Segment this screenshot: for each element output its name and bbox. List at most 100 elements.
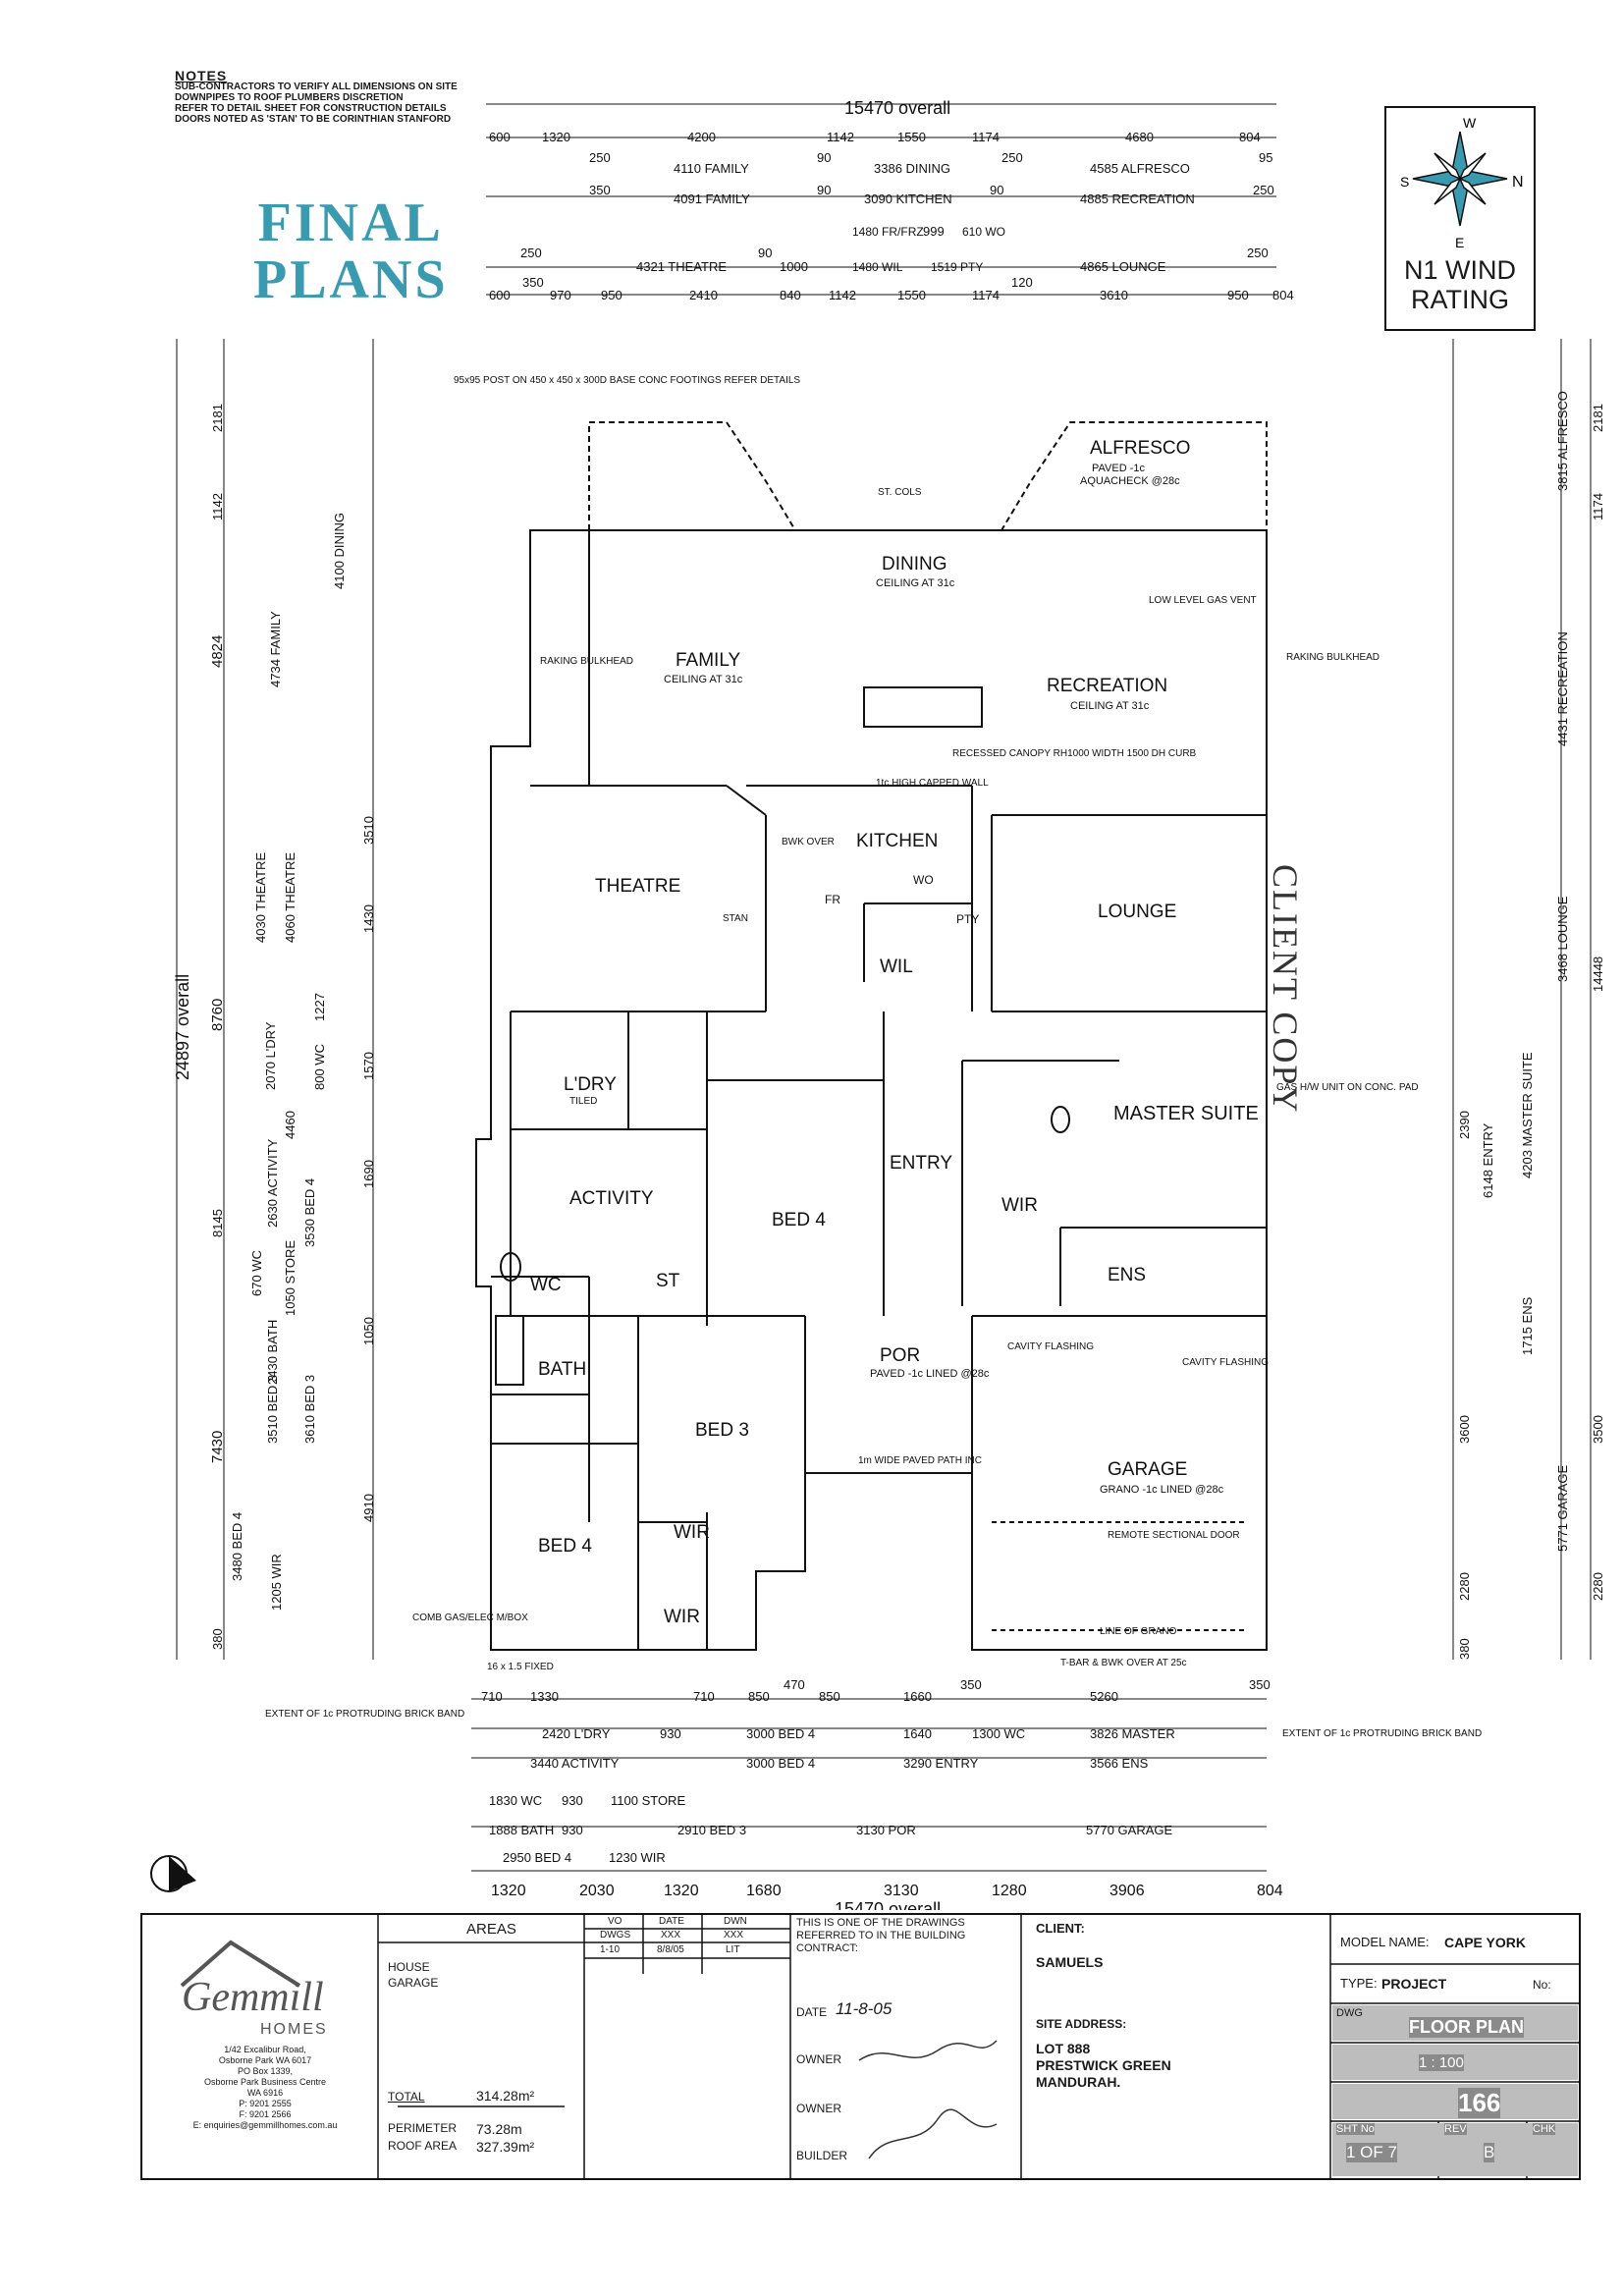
- scale-value: 1 : 100: [1419, 2054, 1464, 2071]
- room-wil: WIL: [880, 957, 913, 977]
- right-dim: 14448: [1591, 957, 1605, 992]
- address-line: Osborne Park WA 6017: [218, 2055, 312, 2065]
- top-dim: 250: [1253, 183, 1274, 197]
- left-dim: 7430: [209, 1431, 226, 1463]
- annotation: CAVITY FLASHING: [1182, 1357, 1269, 1368]
- bottom-dim: 350: [1249, 1677, 1271, 1692]
- bottom-dim: 850: [819, 1689, 840, 1704]
- room-wc: WC: [530, 1275, 562, 1295]
- right-dim: 380: [1457, 1638, 1472, 1660]
- rev-cell: XXX: [661, 1930, 681, 1941]
- bottom-dim: 2420 L'DRY: [542, 1726, 611, 1741]
- top-dim: 4585 ALFRESCO: [1090, 161, 1190, 176]
- annotation: GAS H/W UNIT ON CONC. PAD: [1276, 1082, 1419, 1093]
- left-dim: 1205 WIR: [269, 1554, 284, 1611]
- annotation: 1tc HIGH CAPPED WALL: [876, 778, 989, 789]
- top-dim: 1320: [542, 130, 570, 144]
- annotation: RAKING BULKHEAD: [1286, 652, 1380, 663]
- address-line: E: enquiries@gemmillhomes.com.au: [192, 2120, 338, 2130]
- bottom-dim: 470: [784, 1677, 805, 1692]
- room-wir2: WIR: [674, 1522, 710, 1543]
- chk-label: CHK: [1533, 2123, 1556, 2135]
- date-value: 11-8-05: [836, 1999, 893, 2018]
- note-item: DOORS NOTED AS 'STAN' TO BE CORINTHIAN S…: [175, 114, 452, 125]
- room-dining: DINING: [882, 554, 947, 574]
- left-dim: 3530 BED 4: [302, 1178, 317, 1247]
- left-dim: 2070 L'DRY: [263, 1021, 278, 1090]
- overall-top-label: 15470 overall: [844, 98, 950, 118]
- annotation: COMB GAS/ELEC M/BOX: [412, 1613, 528, 1623]
- room-recreation: RECREATION: [1047, 676, 1167, 696]
- top-dim: 4885 RECREATION: [1080, 191, 1195, 206]
- sht-label: SHT No: [1336, 2123, 1375, 2135]
- annotation: RECESSED CANOPY RH1000 WIDTH 1500 DH CUR…: [952, 748, 1197, 759]
- address-line: PO Box 1339,: [237, 2066, 294, 2076]
- top-dim: 2410: [689, 288, 718, 302]
- top-dim: 610 WO: [962, 225, 1005, 239]
- overall-left-label: 24897 overall: [173, 974, 192, 1080]
- bottom-dim: 3290 ENTRY: [903, 1756, 979, 1771]
- company-name: Gemmill: [182, 1975, 324, 2020]
- right-dim: 3468 LOUNGE: [1555, 896, 1570, 982]
- left-dim: 4460: [283, 1111, 298, 1139]
- bottom-dim: 3130 POR: [856, 1823, 916, 1837]
- annotation: CAVITY FLASHING: [1007, 1341, 1094, 1352]
- annotation: 1m WIDE PAVED PATH INC: [858, 1455, 982, 1466]
- top-dim: 804: [1272, 288, 1294, 302]
- perimeter-label: PERIMETER: [388, 2121, 458, 2135]
- top-dim: 250: [520, 246, 542, 260]
- top-dim: 1000: [780, 259, 808, 274]
- areas-title: AREAS: [466, 1921, 516, 1938]
- top-dim: 90: [817, 150, 831, 165]
- annotation: LINE OF GRANO: [1100, 1626, 1177, 1637]
- room-note: PAVED -1c LINED @28c: [870, 1368, 990, 1380]
- room-note: GRANO -1c LINED @28c: [1100, 1484, 1224, 1496]
- bottom-dim: 3440 ACTIVITY: [530, 1756, 620, 1771]
- room-wo: WO: [913, 873, 934, 887]
- site-label: SITE ADDRESS:: [1036, 2017, 1127, 2031]
- annotation: RAKING BULKHEAD: [540, 656, 633, 667]
- address-line: P: 9201 2555: [239, 2099, 292, 2108]
- left-dim: 4734 FAMILY: [268, 611, 283, 687]
- top-dim: 804: [1239, 130, 1261, 144]
- notes-title: NOTES: [175, 68, 228, 83]
- bottom-dim: 350: [960, 1677, 982, 1692]
- room-st: ST: [656, 1271, 680, 1291]
- bottom-dim: 710: [481, 1689, 503, 1704]
- note-item: REFER TO DETAIL SHEET FOR CONSTRUCTION D…: [175, 103, 447, 114]
- alfresco-outline: [588, 421, 1268, 589]
- rev-label: REV: [1444, 2123, 1467, 2135]
- left-dim: 4910: [361, 1494, 376, 1522]
- top-dim: 1142: [829, 288, 856, 302]
- room-wir3: WIR: [664, 1607, 700, 1627]
- site-line: PRESTWICK GREEN: [1036, 2057, 1171, 2073]
- rev-header: DWN: [724, 1916, 747, 1927]
- annotation: T-BAR & BWK OVER AT 25c: [1060, 1658, 1187, 1668]
- bottom-dim: 3000 BED 4: [746, 1726, 815, 1741]
- left-dim: 670 WC: [249, 1250, 264, 1296]
- left-dim: 3510 BED 3: [265, 1375, 280, 1444]
- top-dim: 1174: [972, 288, 1000, 302]
- bottom-dim: 1300 WC: [972, 1726, 1025, 1741]
- address-line: Osborne Park Business Centre: [203, 2077, 327, 2087]
- room-kitchen: KITCHEN: [856, 831, 938, 851]
- bottom-dim: 1640: [903, 1726, 932, 1741]
- annotation: TILED: [569, 1096, 597, 1107]
- left-dim: 1570: [361, 1052, 376, 1080]
- top-dim: 3610: [1100, 288, 1128, 302]
- bottom-dim: 3906: [1109, 1883, 1145, 1899]
- compass-w: W: [1463, 115, 1477, 131]
- top-dim: 999: [923, 224, 945, 239]
- top-dim: 90: [990, 183, 1003, 197]
- top-dim: 4321 THEATRE: [636, 259, 727, 274]
- model-value: CAPE YORK: [1444, 1935, 1526, 1950]
- annotation: ST. COLS: [878, 487, 922, 498]
- left-dim: 1227: [312, 993, 327, 1021]
- left-dim: 8760: [209, 999, 226, 1031]
- bottom-dim: 3000 BED 4: [746, 1756, 815, 1771]
- room-wir: WIR: [1001, 1195, 1038, 1216]
- annotation: STAN: [723, 913, 748, 924]
- owner2-label: OWNER: [796, 2102, 841, 2115]
- rev-cell: LIT: [726, 1944, 740, 1955]
- room-note: CEILING AT 31c: [876, 577, 955, 589]
